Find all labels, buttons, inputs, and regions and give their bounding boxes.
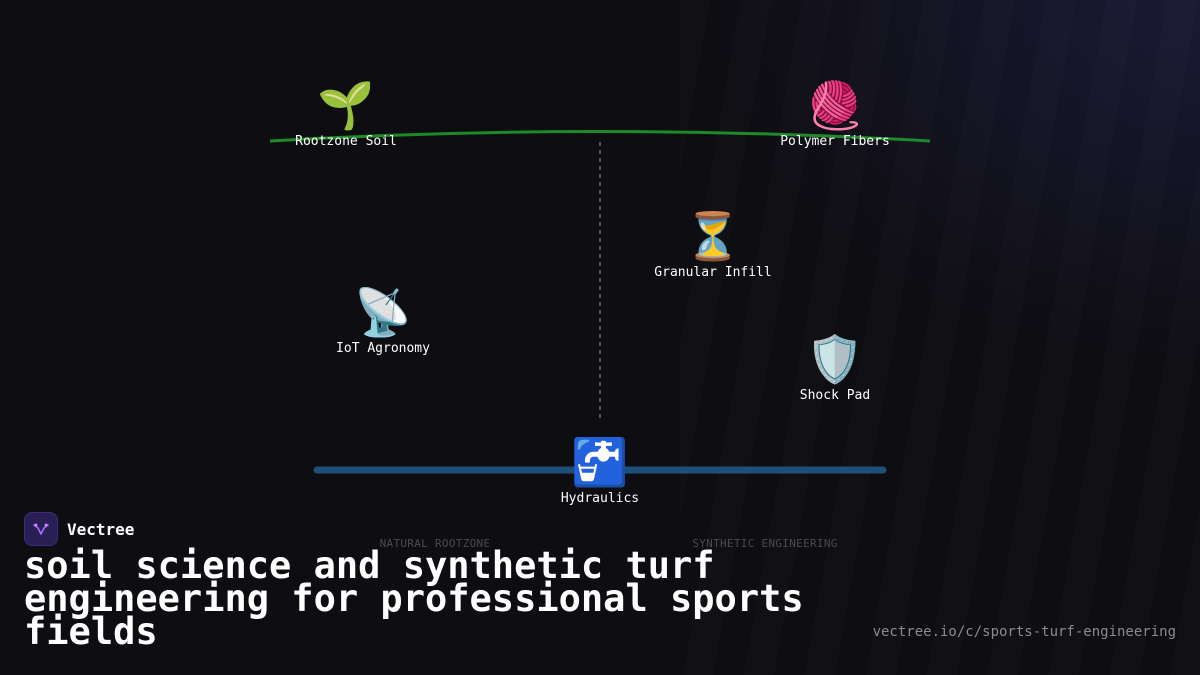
node-label: IoT Agronomy: [336, 341, 430, 356]
yarn-icon: 🧶: [806, 78, 864, 132]
shield-icon: 🛡️: [806, 332, 864, 386]
node-label: Hydraulics: [560, 491, 640, 506]
node-label: Polymer Fibers: [780, 134, 890, 149]
axis-label-left: NATURAL ROOTZONE: [379, 537, 491, 550]
node-label: Shock Pad: [799, 388, 871, 403]
node-rootzone-soil: 🌱 Rootzone Soil: [295, 78, 397, 149]
node-label: Granular Infill: [654, 265, 772, 280]
hourglass-icon: ⏳: [684, 209, 742, 263]
potable-water-icon: 🚰: [571, 435, 629, 489]
node-iot-agronomy: 📡 IoT Agronomy: [336, 285, 430, 356]
node-label: Rootzone Soil: [295, 134, 397, 149]
node-hydraulics: 🚰 Hydraulics: [561, 435, 639, 506]
page-title: soil science and synthetic turf engineer…: [24, 544, 804, 653]
brand-name: Vectree: [67, 519, 135, 539]
satellite-antenna-icon: 📡: [354, 285, 412, 339]
brand[interactable]: Vectree: [24, 512, 134, 546]
axis-label-right: SYNTHETIC ENGINEERING: [692, 537, 838, 550]
node-granular-infill: ⏳ Granular Infill: [654, 209, 771, 280]
seedling-icon: 🌱: [317, 78, 375, 132]
vectree-logo-icon: [24, 512, 58, 546]
page-url[interactable]: vectree.io/c/sports-turf-engineering: [872, 624, 1176, 640]
background-beams: [680, 0, 1200, 675]
node-shock-pad: 🛡️ Shock Pad: [800, 332, 870, 403]
node-polymer-fibers: 🧶 Polymer Fibers: [780, 78, 890, 149]
top-arc: [269, 130, 931, 143]
